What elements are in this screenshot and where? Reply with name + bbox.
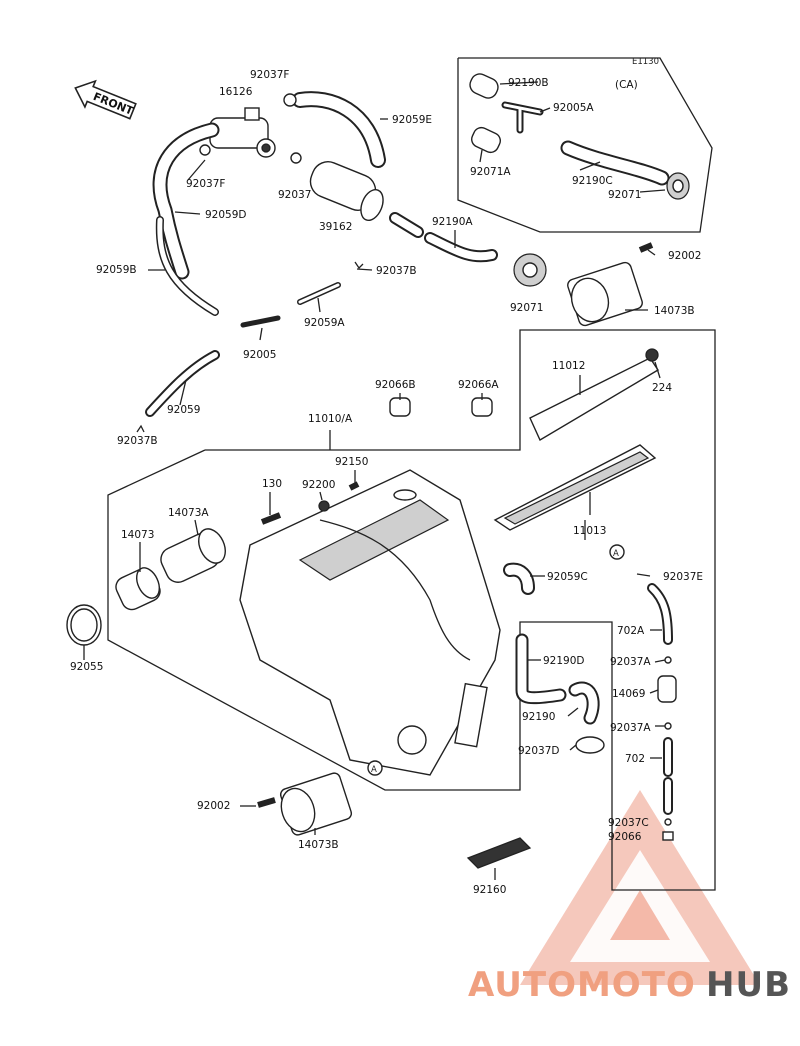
leader-lines [83,81,666,880]
clamp-92037f-left [199,144,211,156]
clamp-92037d [575,736,605,754]
canister-39162 [309,161,384,222]
label-92190c: 92190C [572,175,613,187]
bolt-224 [645,348,659,362]
label-92190a: 92190A [432,216,473,228]
label-16126: 16126 [219,86,253,98]
watermark-logo [520,790,760,985]
clamp-92037b-mid [354,261,364,270]
label-92037: 92037 [278,189,311,201]
label-92200: 92200 [302,479,335,491]
label-92055: 92055 [70,661,103,673]
marker-a-right-circle [609,544,625,560]
clamp-92037c [664,818,672,826]
watermark-text: AUTOMOTO HUB [468,965,791,1005]
front-arrow: FRONT [74,79,137,120]
label-92066a: 92066A [458,379,499,391]
label-11010a: 11010/A [308,413,353,425]
cap-92066b [389,397,411,417]
label-92002-top: 92002 [668,250,701,262]
watermark-triangle-core [610,890,670,940]
label-11013: 11013 [573,525,606,537]
filter-14069 [657,675,677,703]
label-92037b-mid: 92037B [376,265,417,277]
label-14073b-top: 14073B [654,305,695,317]
label-92059a: 92059A [304,317,345,329]
watermark-text-hub: HUB [706,965,791,1005]
label-92037a-1: 92037A [610,656,651,668]
label-14073a: 14073A [168,507,209,519]
cap-92066 [662,831,674,841]
label-702a: 702A [617,625,645,637]
duct-14073 [115,567,161,611]
hose-92190d [515,633,567,705]
label-92190d: 92190D [543,655,585,667]
washer-92200 [318,500,330,512]
label-702: 702 [625,753,645,765]
bolt-92002-bottom [257,797,276,808]
clamp-92037a-2 [664,722,672,730]
label-92037b-low: 92037B [117,435,158,447]
ca-variant-frame [457,57,713,233]
label-92071a: 92071A [470,166,511,178]
label-92190b: 92190B [508,77,549,89]
label-92037f-left: 92037F [186,178,225,190]
duct-14073a [160,528,226,583]
label-92037e: 92037E [663,571,703,583]
part-labels: 92037F 16126 92059E 92037F 92037 92059D … [70,69,703,896]
label-92059c: 92059C [547,571,588,583]
marker-a-case: A [371,765,377,775]
clamp-92037 [290,152,302,164]
bracket-11012 [529,357,659,442]
clamp-92037f-top [283,93,297,107]
label-92037c: 92037C [608,817,649,829]
label-92002-bottom: 92002 [197,800,230,812]
label-39162: 39162 [319,221,352,233]
label-92059e: 92059E [392,114,432,126]
marker-a-case-circle [367,760,383,776]
label-14073: 14073 [121,529,154,541]
bolt-92002-top [638,242,654,253]
variant-label: (CA) [615,79,638,91]
label-92059b: 92059B [96,264,137,276]
label-130: 130 [262,478,282,490]
label-92059: 92059 [167,404,200,416]
label-92071: 92071 [510,302,543,314]
label-14073b-bottom: 14073B [298,839,339,851]
filter-14073b-top [567,261,643,327]
label-92066b: 92066B [375,379,416,391]
air-cleaner-case-11010a [239,469,501,776]
label-92037f-top: 92037F [250,69,289,81]
label-92190: 92190 [522,711,555,723]
cap-92066a [471,397,493,417]
assembly-frame [107,329,716,891]
filter-14073b-bottom [279,772,353,836]
label-92066: 92066 [608,831,642,843]
clamp-92037b-low [136,424,145,433]
diagram-code: E1130 [632,57,659,67]
watermark-text-automoto: AUTOMOTO [468,965,696,1005]
bolt-92150 [348,481,360,491]
pad-92160 [466,837,532,869]
label-92037d: 92037D [518,745,560,757]
label-92037a-2: 92037A [610,722,651,734]
label-92005a: 92005A [553,102,594,114]
label-92071-ca: 92071 [608,189,641,201]
valve-16126 [209,107,276,158]
label-14069: 14069 [612,688,645,700]
ca-parts [469,73,690,200]
marker-a-right: A [613,549,619,559]
bolt-130 [260,512,282,525]
label-92160: 92160 [473,884,506,896]
label-11012: 11012 [552,360,585,372]
label-92059d: 92059D [205,209,247,221]
label-224: 224 [652,382,672,394]
fitting-92005 [240,315,281,328]
label-92150: 92150 [335,456,368,468]
label-92005: 92005 [243,349,276,361]
clamp-92037a-1 [664,656,672,664]
